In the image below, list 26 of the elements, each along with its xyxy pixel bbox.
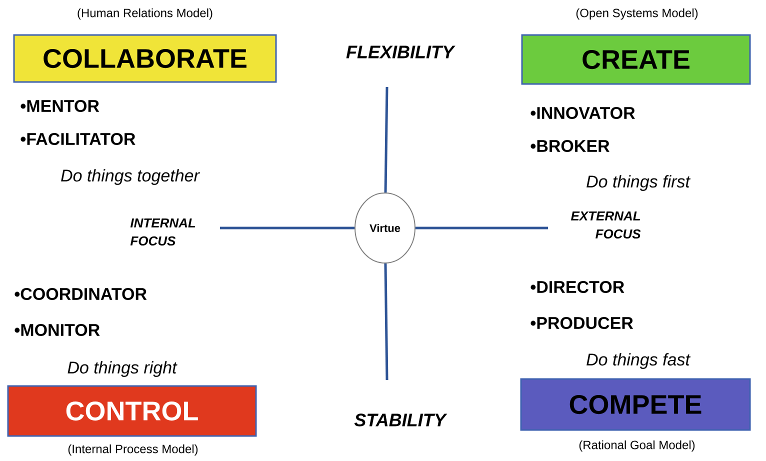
axis-label: STABILITY — [354, 414, 448, 426]
quadrant-box: CONTROL — [7, 385, 257, 437]
tagline: Do things together — [61, 169, 200, 185]
axis-label: FLEXIBILITY — [346, 46, 456, 58]
axis-line — [220, 226, 354, 230]
axis-line — [384, 263, 388, 380]
role-item: •COORDINATOR — [14, 288, 147, 300]
model-caption: (Internal Process Model) — [68, 444, 198, 456]
quadrant-box: COLLABORATE — [13, 34, 277, 83]
role-item: •MENTOR — [20, 100, 100, 112]
role-item: •FACILITATOR — [20, 132, 136, 146]
role-item: •MONITOR — [14, 324, 100, 336]
role-item: •PRODUCER — [530, 316, 634, 330]
role-item: •INNOVATOR — [530, 106, 635, 120]
role-item: •DIRECTOR — [530, 280, 624, 294]
quadrant-box: CREATE — [521, 34, 751, 85]
tagline: Do things first — [586, 175, 691, 191]
model-caption: (Rational Goal Model) — [579, 440, 695, 452]
axis-line — [384, 86, 388, 193]
model-caption: (Human Relations Model) — [78, 8, 212, 20]
model-caption: (Open Systems Model) — [576, 8, 698, 20]
axis-line — [416, 226, 548, 230]
role-item: •BROKER — [530, 140, 610, 152]
axis-label: EXTERNAL FOCUS — [570, 211, 641, 239]
axis-label: INTERNAL FOCUS — [130, 218, 196, 246]
quadrant-box: COMPETE — [520, 378, 751, 431]
